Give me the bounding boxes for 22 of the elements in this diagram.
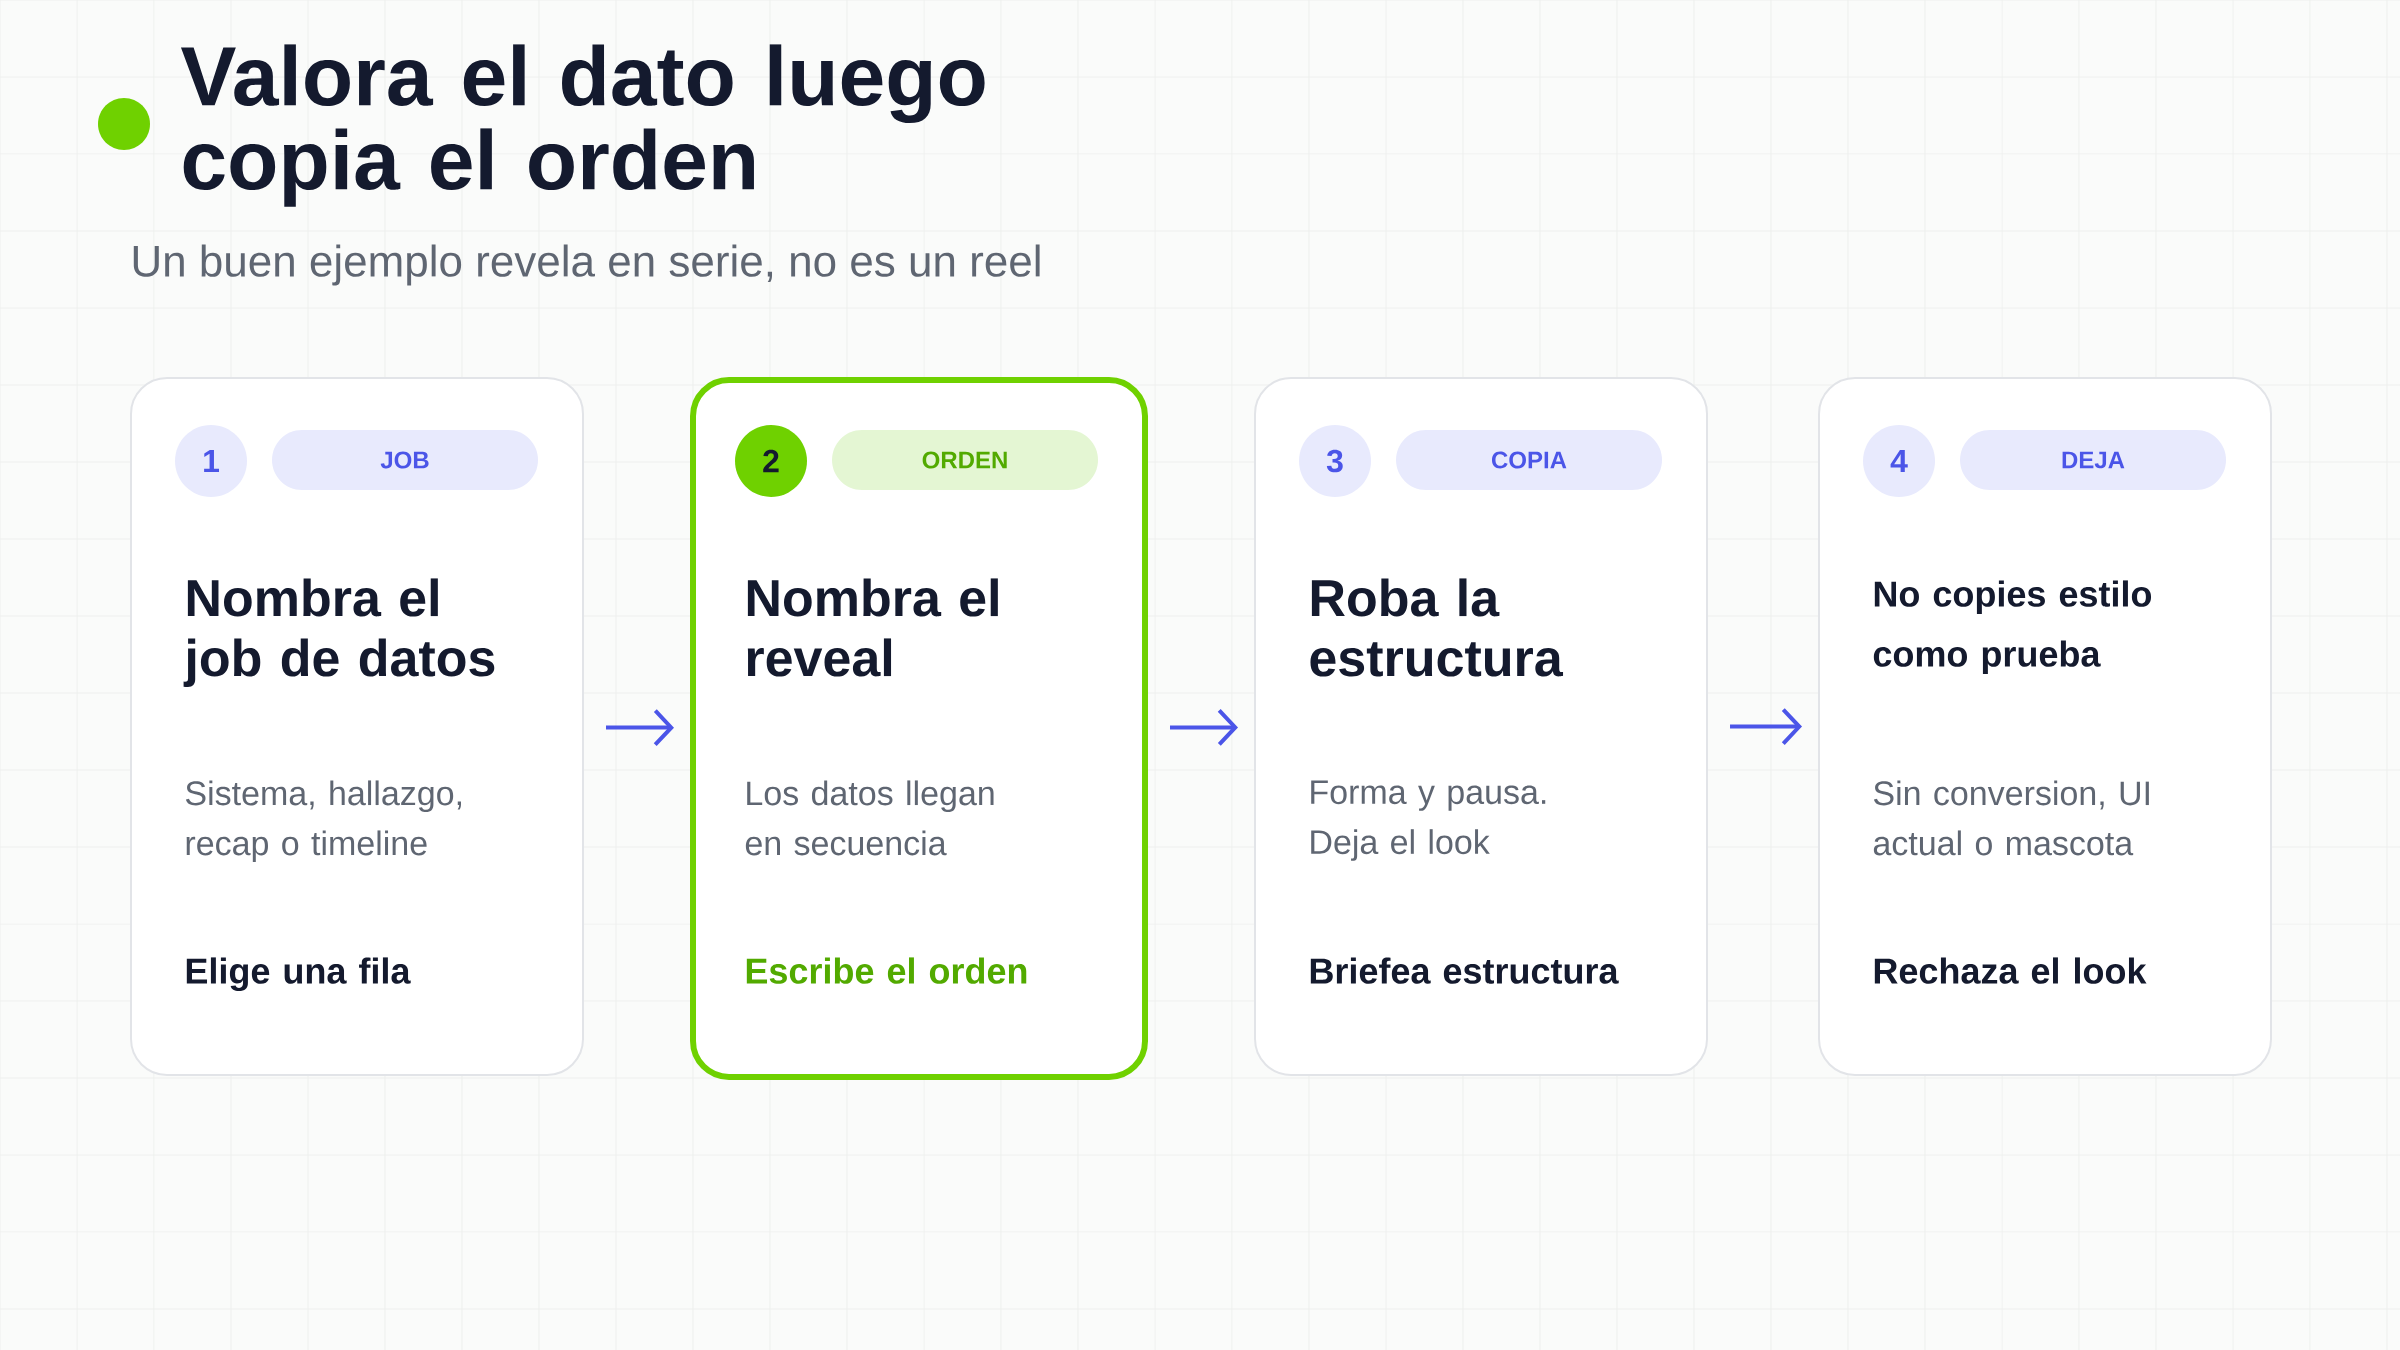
card-action: Escribe el orden — [746, 957, 1027, 984]
card-heading: Nombra el reveal — [747, 578, 998, 677]
card-heading: Roba la estructura — [1310, 578, 1564, 677]
card-heading: No copies estilo como prueba — [1873, 580, 2152, 674]
card-action: Rechaza el look — [1874, 957, 2147, 984]
card-action: Briefea estructura — [1310, 957, 1619, 984]
card-description: Los datos llegan en secuencia — [745, 780, 994, 856]
card-heading: Nombra el job de datos — [183, 578, 495, 687]
title: Valora el dato luego copia el orden — [180, 44, 985, 207]
step-tag: ORDEN — [832, 430, 1098, 490]
step-tag: JOB — [272, 430, 538, 490]
step-number: 3 — [1299, 425, 1371, 497]
step-tag: DEJA — [1960, 430, 2226, 490]
card-description: Sin conversion, UI actual o mascota — [1873, 780, 2149, 856]
card-description: Forma y pausa. Deja el look — [1311, 780, 1546, 861]
step-number: 1 — [175, 425, 247, 497]
subtitle: Un buen ejemplo revela en serie, no es un reel — [133, 244, 1040, 286]
step-number: 2 — [735, 425, 807, 497]
step-number: 4 — [1863, 425, 1935, 497]
step-tag: COPIA — [1396, 430, 1662, 490]
card-action: Elige una fila — [186, 957, 411, 992]
card-description: Sistema, hallazgo, recap o timeline — [185, 780, 461, 863]
